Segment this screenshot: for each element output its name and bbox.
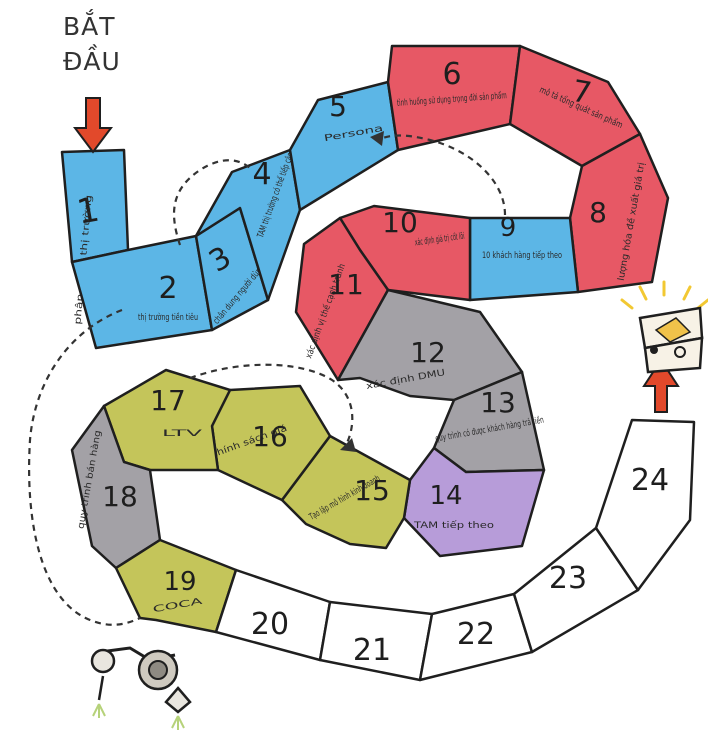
- square-2-label: thị trường tiền tiêu: [138, 312, 198, 323]
- square-9-number: 9: [500, 213, 517, 243]
- square-19-number: 19: [163, 567, 196, 597]
- square-21: 21: [320, 602, 432, 680]
- square-22-number: 22: [457, 617, 495, 652]
- square-6-number: 6: [442, 57, 461, 92]
- square-10-number: 10: [382, 206, 418, 239]
- square-17-label: LTV: [162, 429, 204, 439]
- square-21-number: 21: [353, 633, 391, 668]
- square-2-number: 2: [158, 271, 177, 306]
- square-8-number: 8: [589, 196, 607, 229]
- square-13-number: 13: [480, 386, 516, 419]
- treasure-chest-icon: [622, 282, 708, 372]
- square-24-number: 24: [631, 463, 669, 498]
- square-20: 20: [216, 570, 330, 660]
- square-14-number: 14: [429, 481, 462, 511]
- square-14-label: TAM tiếp theo: [413, 520, 495, 531]
- start-label-line2: ĐẦU: [63, 44, 121, 76]
- start-marker: BẮT ĐẦU: [63, 9, 121, 152]
- finish-marker: [622, 282, 708, 412]
- square-23-number: 23: [549, 561, 587, 596]
- square-18-number: 18: [102, 480, 138, 513]
- square-9-label: 10 khách hàng tiếp theo: [482, 250, 562, 261]
- start-arrow-icon: [75, 98, 111, 152]
- square-12-number: 12: [410, 336, 446, 369]
- square-9: 9 10 khách hàng tiếp theo: [470, 213, 578, 300]
- square-4-number: 4: [252, 157, 271, 192]
- robot-token-icon: [92, 648, 190, 730]
- square-5-number: 5: [329, 90, 347, 123]
- square-20-number: 20: [251, 607, 289, 642]
- square-22: 22: [420, 594, 532, 680]
- square-17-number: 17: [150, 384, 186, 417]
- start-label-line1: BẮT: [63, 9, 116, 41]
